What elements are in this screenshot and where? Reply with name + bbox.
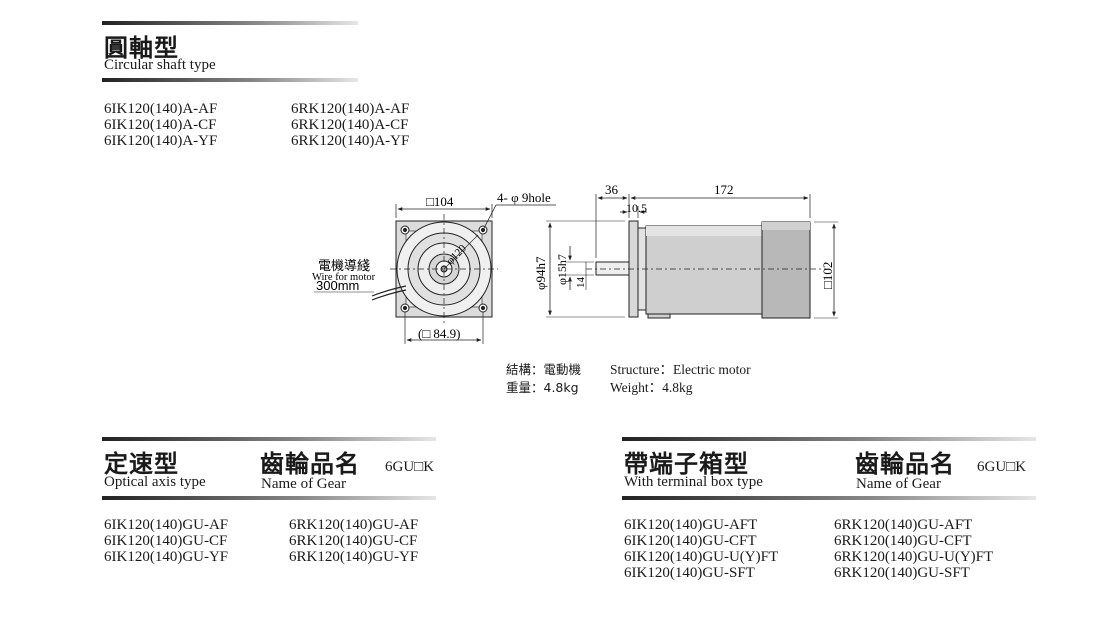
key-dim: 14 [575,277,587,289]
list-item: 6IK120(140)GU-YF [104,549,229,565]
list-item: 6RK120(140)A-YF [291,133,410,149]
terminal-gear-cn: 齒輪品名 [855,450,955,478]
header-rule-bottom [102,78,358,82]
terminal-gear-suffix: 6GU□K [977,459,1027,475]
shaft-length-dim: 36 [605,182,619,197]
list-item: 6RK120(140)A-CF [291,117,409,133]
list-item: 6RK120(140)GU-AF [289,517,419,533]
motor-wire [371,285,407,297]
list-item: 6RK120(140)GU-U(Y)FT [834,549,994,565]
pilot-dia-dim: φ94h7 [533,256,548,290]
motor-body [645,225,763,315]
list-item: 6IK120(140)GU-U(Y)FT [624,549,779,565]
header-rule-top [102,21,358,25]
list-item: 6IK120(140)GU-AFT [624,517,758,533]
terminal-models-ik: 6IK120(140)GU-AFT 6IK120(140)GU-CFT 6IK1… [624,517,778,581]
front-view [314,204,556,344]
optical-title-en: Optical axis type [104,474,206,490]
list-item: 6IK120(140)GU-AF [104,517,229,533]
optical-rule-top [102,437,436,441]
front-square-dim: □104 [426,194,454,209]
list-item: 6IK120(140)GU-SFT [624,565,755,581]
structure-cn: 結構：電動機 [506,362,582,377]
optical-gear-suffix: 6GU□K [385,459,435,475]
list-item: 6RK120(140)GU-SFT [834,565,970,581]
height-dim: □102 [820,262,835,289]
hole-spec: 4- φ 9hole [497,190,551,205]
list-item: 6IK120(140)A-CF [104,117,217,133]
list-item: 6RK120(140)A-AF [291,101,410,117]
weight-cn: 重量：4.8kg [506,380,579,395]
body-length-dim: 172 [714,182,734,197]
optical-models-ik: 6IK120(140)GU-AF 6IK120(140)GU-CF 6IK120… [104,517,228,565]
wire-label-en: Wire for motor [312,272,376,283]
shaft [595,261,630,276]
terminal-rule-top [622,437,1036,441]
list-item: 6IK120(140)A-YF [104,133,218,149]
list-item: 6IK120(140)A-AF [104,101,218,117]
list-item: 6RK120(140)GU-AFT [834,517,973,533]
circular-models-ik: 6IK120(140)A-AF 6IK120(140)A-CF 6IK120(1… [104,101,217,149]
side-view [546,194,838,319]
flange-dim: 10.5 [626,201,647,215]
circular-title-cn: 圓軸型 [104,34,179,62]
optical-rule-bottom [102,496,436,500]
optical-title-cn: 定速型 [104,450,179,478]
list-item: 6RK120(140)GU-CF [289,533,418,549]
list-item: 6RK120(140)GU-YF [289,549,419,565]
terminal-models-rk: 6RK120(140)GU-AFT 6RK120(140)GU-CFT 6RK1… [834,517,993,581]
terminal-title-en: With terminal box type [624,474,763,490]
terminal-title-cn: 帶端子箱型 [624,450,749,478]
wire-label-cn: 電機導綫 [318,259,370,274]
terminal-gear-en: Name of Gear [856,476,941,492]
optical-gear-en: Name of Gear [261,476,346,492]
spec-structure: 結構：電動機 Structure：Electric motor [506,358,751,378]
optical-models-rk: 6RK120(140)GU-AF 6RK120(140)GU-CF 6RK120… [289,517,418,565]
shaft-dia-dim: φ15h7 [555,254,569,285]
list-item: 6IK120(140)GU-CF [104,533,228,549]
spec-weight: 重量：4.8kg Weight：4.8kg [506,376,693,396]
bolt-holes [400,225,488,313]
optical-gear-cn: 齒輪品名 [260,450,360,478]
list-item: 6RK120(140)GU-CFT [834,533,972,549]
inner-square-dim: (□ 84.9) [418,326,461,341]
weight-en: Weight：4.8kg [610,380,693,395]
wire-length: 300mm [316,278,359,293]
circular-title-en: Circular shaft type [104,57,216,73]
rear-cap [761,221,811,319]
list-item: 6IK120(140)GU-CFT [624,533,757,549]
motor-drawing: □104 4- φ 9hole φ120 電機導綫 Wire for motor… [312,182,838,344]
terminal-rule-bottom [622,496,1036,500]
structure-en: Structure：Electric motor [610,362,751,377]
circular-models-rk: 6RK120(140)A-AF 6RK120(140)A-CF 6RK120(1… [291,101,409,149]
